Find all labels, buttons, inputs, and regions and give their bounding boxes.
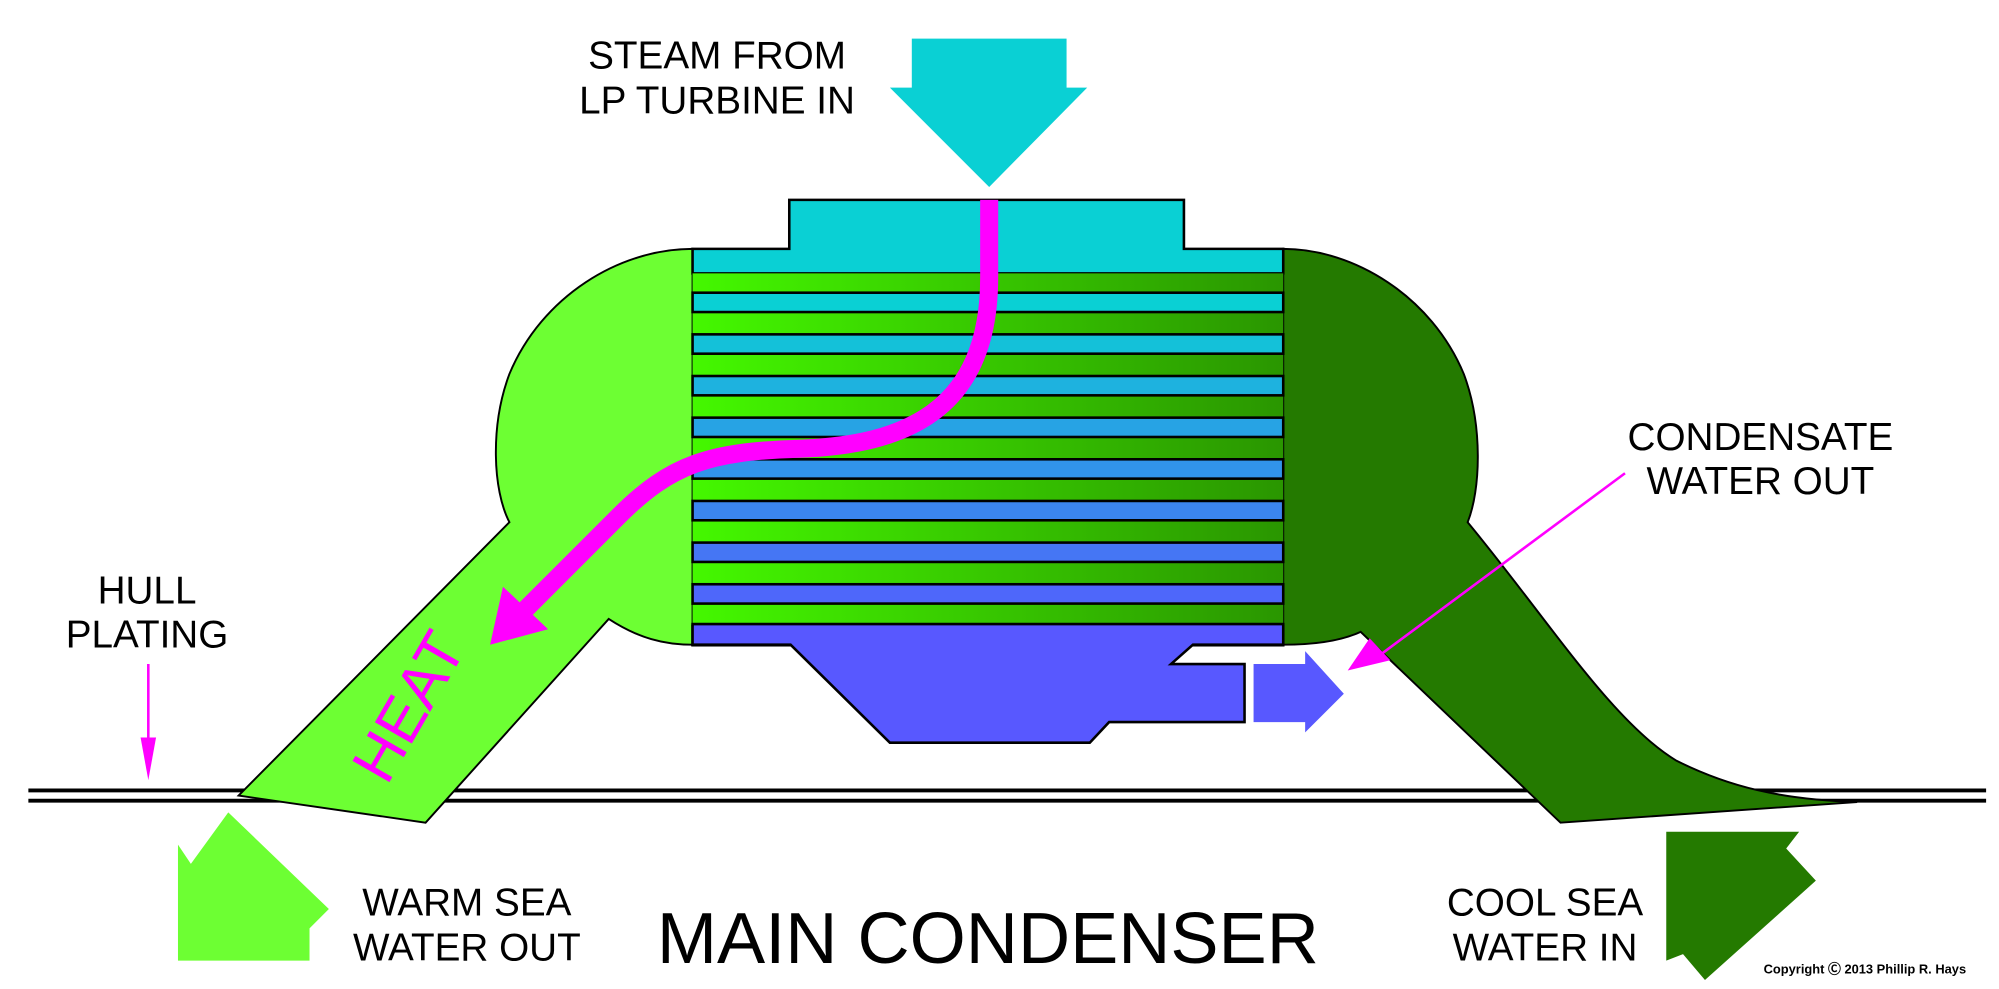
steam-in-arrow <box>889 38 1088 187</box>
steam-in-label-line1: STEAM FROM <box>588 34 846 77</box>
steam-in-label-line2: LP TURBINE IN <box>579 79 855 122</box>
tube-row <box>691 541 1285 564</box>
tube-row <box>691 416 1285 439</box>
hull-label-line2: PLATING <box>66 613 229 656</box>
condensate-label-line1: CONDENSATE <box>1628 416 1894 459</box>
cool-water-in-arrow <box>1666 831 1816 980</box>
tube-row <box>691 582 1285 605</box>
cool-water-box <box>1282 247 1858 824</box>
tube-rows <box>691 291 1285 647</box>
condensate-out-arrow <box>1253 651 1344 733</box>
tube-row <box>691 458 1285 480</box>
condensate-label-line2: WATER OUT <box>1647 460 1875 503</box>
hull-label-line1: HULL <box>98 569 197 612</box>
cool-water-label-line2: WATER IN <box>1453 927 1638 970</box>
heat-arrowhead <box>490 586 549 645</box>
copyright-notice: Copyright Ⓒ 2013 Phillip R. Hays <box>1764 962 1967 977</box>
condensate-hotwell <box>691 622 1285 745</box>
cool-water-label-line1: COOL SEA <box>1447 882 1644 925</box>
warm-water-out-arrow <box>177 812 329 961</box>
tube-row <box>691 374 1285 397</box>
diagram-title: MAIN CONDENSER <box>657 899 1319 979</box>
warm-water-label-line2: WATER OUT <box>353 927 581 970</box>
condensate-pointer-arrow <box>1347 472 1626 671</box>
tube-row <box>691 499 1285 522</box>
warm-water-label-line1: WARM SEA <box>362 882 571 925</box>
hull-pointer-arrow <box>140 664 157 781</box>
heat-flow-path <box>509 199 999 626</box>
warm-water-box <box>236 247 694 824</box>
